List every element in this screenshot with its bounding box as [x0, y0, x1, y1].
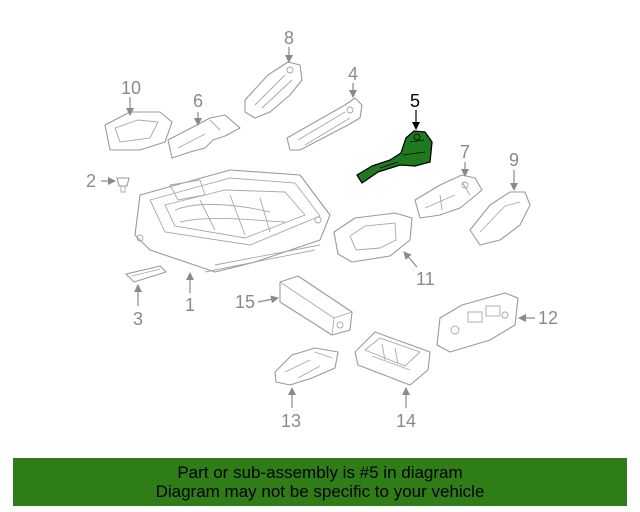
connector-part-13[interactable]	[274, 347, 339, 386]
mechanism-part-7[interactable]	[414, 174, 483, 219]
callout-10: 10	[121, 78, 141, 98]
callout-1: 1	[185, 295, 195, 315]
leader-lines	[101, 47, 535, 408]
parts-diagram: 10 6 8 4 5 7 9 2 3 1 11 12 15 13 14	[86, 28, 558, 431]
callout-5: 5	[410, 91, 420, 111]
bracket-part-6[interactable]	[167, 114, 241, 159]
callout-labels: 10 6 8 4 5 7 9 2 3 1 11 12 15 13 14	[86, 28, 558, 431]
side-trim-part-9[interactable]	[469, 191, 531, 246]
recliner-cover-part-8[interactable]	[244, 61, 303, 119]
callout-15: 15	[235, 292, 255, 312]
control-module-part-14[interactable]	[354, 331, 431, 386]
cover-part-10[interactable]	[104, 111, 173, 151]
banner-line-2: Diagram may not be specific to your vehi…	[155, 482, 485, 501]
callout-2: 2	[86, 171, 96, 191]
bracket-part-3[interactable]	[125, 265, 167, 283]
callout-6: 6	[193, 91, 203, 111]
callout-7: 7	[460, 142, 470, 162]
bezel-part-11[interactable]	[333, 212, 413, 263]
rail-cover-part-4[interactable]	[286, 97, 363, 151]
module-box-part-15[interactable]	[279, 275, 353, 336]
callout-3: 3	[133, 309, 143, 329]
callout-12: 12	[538, 308, 558, 328]
callout-9: 9	[509, 150, 519, 170]
callout-4: 4	[348, 64, 358, 84]
seat-frame-part[interactable]	[134, 169, 331, 273]
callout-14: 14	[396, 411, 416, 431]
switch-part-12[interactable]	[436, 292, 519, 353]
callout-13: 13	[281, 411, 301, 431]
clip-part[interactable]	[116, 177, 130, 193]
info-banner: Part or sub-assembly is #5 in diagram Di…	[13, 458, 627, 506]
callout-11: 11	[416, 269, 435, 289]
callout-8: 8	[284, 28, 294, 48]
highlighted-part-5[interactable]	[356, 130, 433, 184]
banner-line-1: Part or sub-assembly is #5 in diagram	[177, 463, 463, 482]
